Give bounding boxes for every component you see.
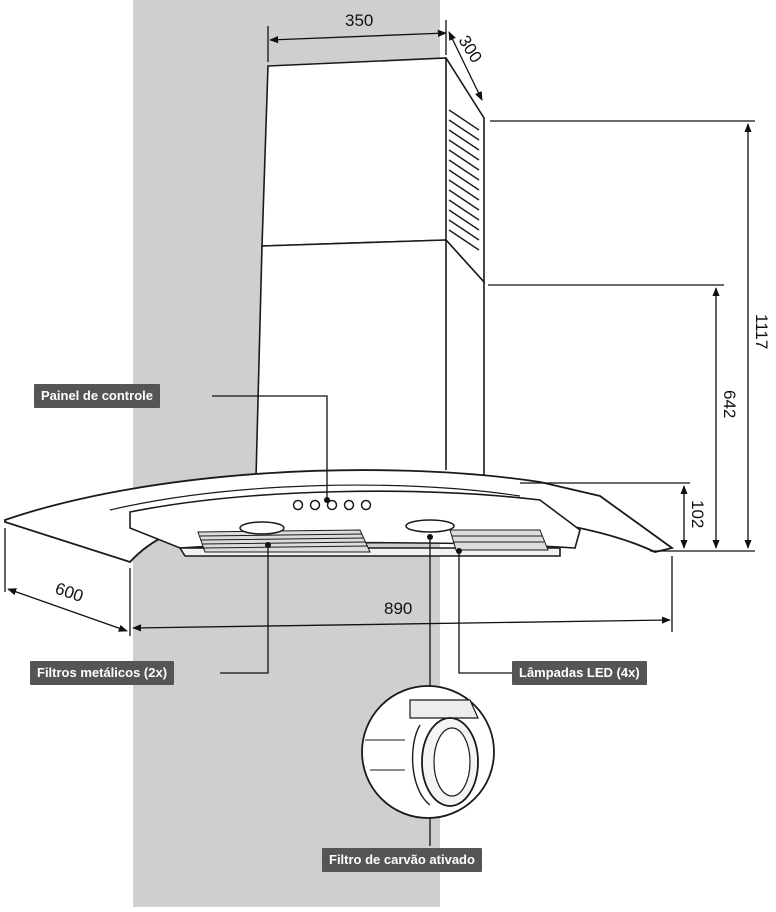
dim-1117-label: 1117 xyxy=(752,314,771,349)
metal-filters-grid xyxy=(197,529,549,553)
label-led-lamps: Lâmpadas LED (4x) xyxy=(512,661,647,685)
chimney-lower xyxy=(255,239,485,479)
leader-dot-led xyxy=(456,548,462,554)
dim-350 xyxy=(267,20,447,62)
dim-1117 xyxy=(490,120,755,552)
carbon-filter-detail xyxy=(361,685,495,819)
dim-642 xyxy=(488,284,724,549)
dim-300 xyxy=(448,31,483,101)
dim-600 xyxy=(4,528,131,636)
dim-102-label: 102 xyxy=(688,500,707,528)
led-lamps xyxy=(239,519,455,535)
dim-102 xyxy=(520,482,690,549)
label-carbon-filter: Filtro de carvão ativado xyxy=(322,848,482,872)
leader-metal-filters xyxy=(220,548,269,674)
dim-350-label: 350 xyxy=(345,11,373,30)
leader-led-lamps xyxy=(458,554,512,674)
label-control-panel: Painel de controle xyxy=(34,384,160,408)
leader-dot-filters xyxy=(265,542,271,548)
dim-600-label: 600 xyxy=(53,579,86,606)
dim-642-label: 642 xyxy=(720,390,739,418)
label-metal-filters: Filtros metálicos (2x) xyxy=(30,661,175,685)
vent-slots xyxy=(448,109,480,251)
leader-control-panel xyxy=(212,395,328,500)
dim-890 xyxy=(132,556,673,632)
leader-dot-carbon xyxy=(427,534,433,540)
dim-890-label: 890 xyxy=(384,599,412,618)
control-panel-buttons xyxy=(292,499,372,511)
dim-300-label: 300 xyxy=(455,32,486,66)
leader-dot-panel xyxy=(324,497,330,503)
